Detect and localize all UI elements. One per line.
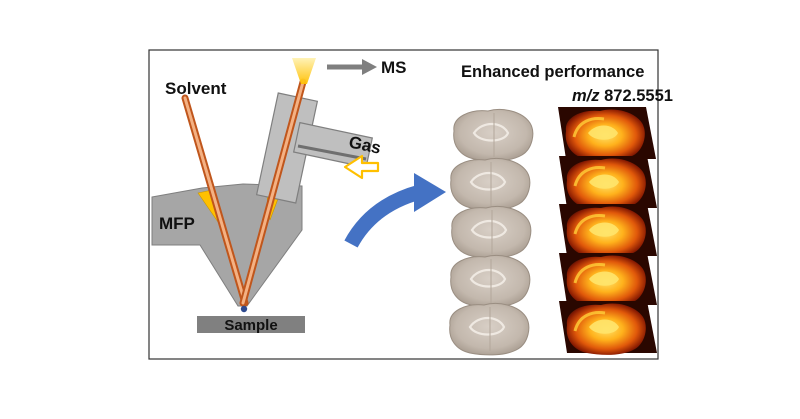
ms-label: MS [381,58,407,77]
sample-label: Sample [224,317,277,334]
ms-image-section [558,107,656,161]
solvent-label: Solvent [165,79,227,98]
enhanced-performance-heading: Enhanced performance [461,63,644,81]
ms-images [558,107,657,355]
optical-section-image [449,303,530,356]
ms-capillary [239,78,307,307]
mz-number: 872.5551 [600,87,673,105]
sample-stage [197,316,305,333]
ms-image-section [559,253,657,307]
gas-in-arrow [343,154,380,180]
curved-arrow-icon [344,173,446,248]
optical-section-image [451,206,532,259]
optical-section-image [453,109,534,162]
mz-italic: m/z [572,87,600,105]
ms-image-section [559,156,657,210]
mfp-label: MFP [159,214,195,233]
ms-image-section [559,204,657,258]
optical-section-image [450,255,531,308]
ms-out-arrow [327,59,377,75]
optical-section-image [450,158,531,211]
solvent-capillary [181,94,249,307]
optical-sections [449,109,534,356]
spray-plume [292,58,316,84]
probe-tip-dot [240,305,248,313]
mz-value-label: m/z 872.5551 [572,87,673,105]
ms-image-section [559,301,657,355]
